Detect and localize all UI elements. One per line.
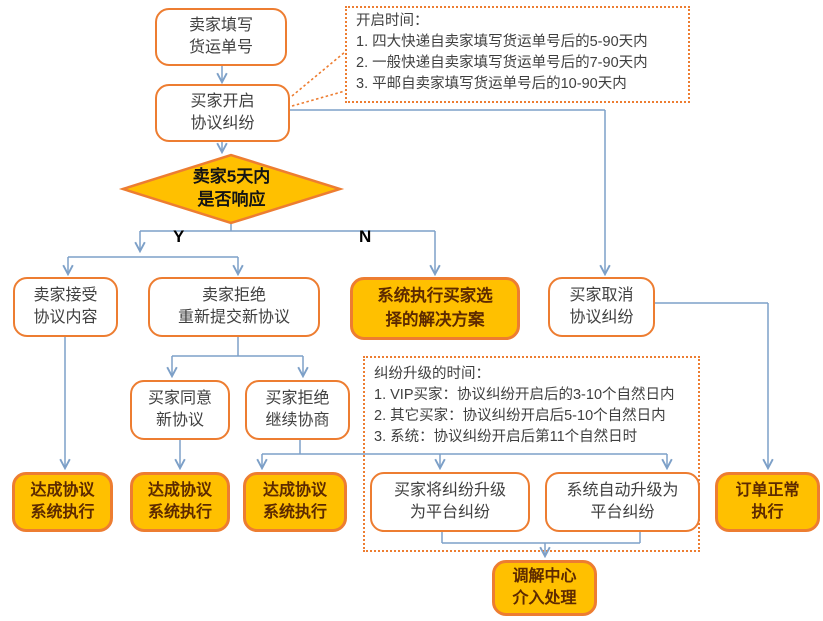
node-decision-seller-respond-5days: 卖家5天内 是否响应 xyxy=(192,167,271,209)
node-buyer-escalate-platform-dispute: 买家将纠纷升级 为平台纠纷 xyxy=(370,472,530,532)
node-reach-agreement-execute-3: 达成协议 系统执行 xyxy=(243,472,347,532)
note-open-time-item: 2. 一般快递自卖家填写货运单号后的7-90天内 xyxy=(356,55,648,72)
note-open-time-item: 3. 平邮自卖家填写货运单号后的10-90天内 xyxy=(356,76,627,93)
connector-group xyxy=(65,66,768,555)
callout-line-bottom xyxy=(291,90,346,107)
branch-label-yes: Y xyxy=(173,227,185,246)
node-seller-reject-resubmit: 卖家拒绝 重新提交新协议 xyxy=(148,277,320,337)
note-escalate-time-item: 1. VIP买家：协议纠纷开启后的3-10个自然日内 xyxy=(374,387,675,404)
node-order-normal-execute: 订单正常 执行 xyxy=(715,472,820,532)
node-seller-accept-agreement: 卖家接受 协议内容 xyxy=(13,277,118,337)
node-buyer-agree-new-agreement: 买家同意 新协议 xyxy=(130,380,230,440)
node-system-execute-buyer-solution: 系统执行买家选 择的解决方案 xyxy=(350,277,520,340)
node-mediation-center: 调解中心 介入处理 xyxy=(492,560,597,616)
node-system-auto-escalate: 系统自动升级为 平台纠纷 xyxy=(545,472,700,532)
note-escalate-time-item: 3. 系统：协议纠纷开启后第11个自然日时 xyxy=(374,429,638,446)
note-escalate-time-item: 2. 其它买家：协议纠纷开启后5-10个自然日内 xyxy=(374,408,666,425)
node-buyer-refuse-negotiate: 买家拒绝 继续协商 xyxy=(245,380,350,440)
callout-line-top xyxy=(291,51,346,97)
node-seller-fill-shipping-number: 卖家填写 货运单号 xyxy=(155,8,287,66)
decision-diamond-shape xyxy=(118,153,345,225)
node-reach-agreement-execute-1: 达成协议 系统执行 xyxy=(12,472,113,532)
note-open-time-title: 开启时间： xyxy=(356,13,429,29)
branch-label-no: N xyxy=(359,227,372,246)
node-buyer-cancel-dispute: 买家取消 协议纠纷 xyxy=(548,277,655,337)
node-buyer-open-dispute: 买家开启 协议纠纷 xyxy=(155,84,290,142)
callout-lines xyxy=(291,51,346,107)
note-open-time-item: 1. 四大快递自卖家填写货运单号后的5-90天内 xyxy=(356,34,648,51)
node-reach-agreement-execute-2: 达成协议 系统执行 xyxy=(130,472,230,532)
note-open-time: 开启时间： 1. 四大快递自卖家填写货运单号后的5-90天内 2. 一般快递自卖… xyxy=(345,6,690,103)
note-escalate-time-title: 纠纷升级的时间： xyxy=(374,366,490,382)
